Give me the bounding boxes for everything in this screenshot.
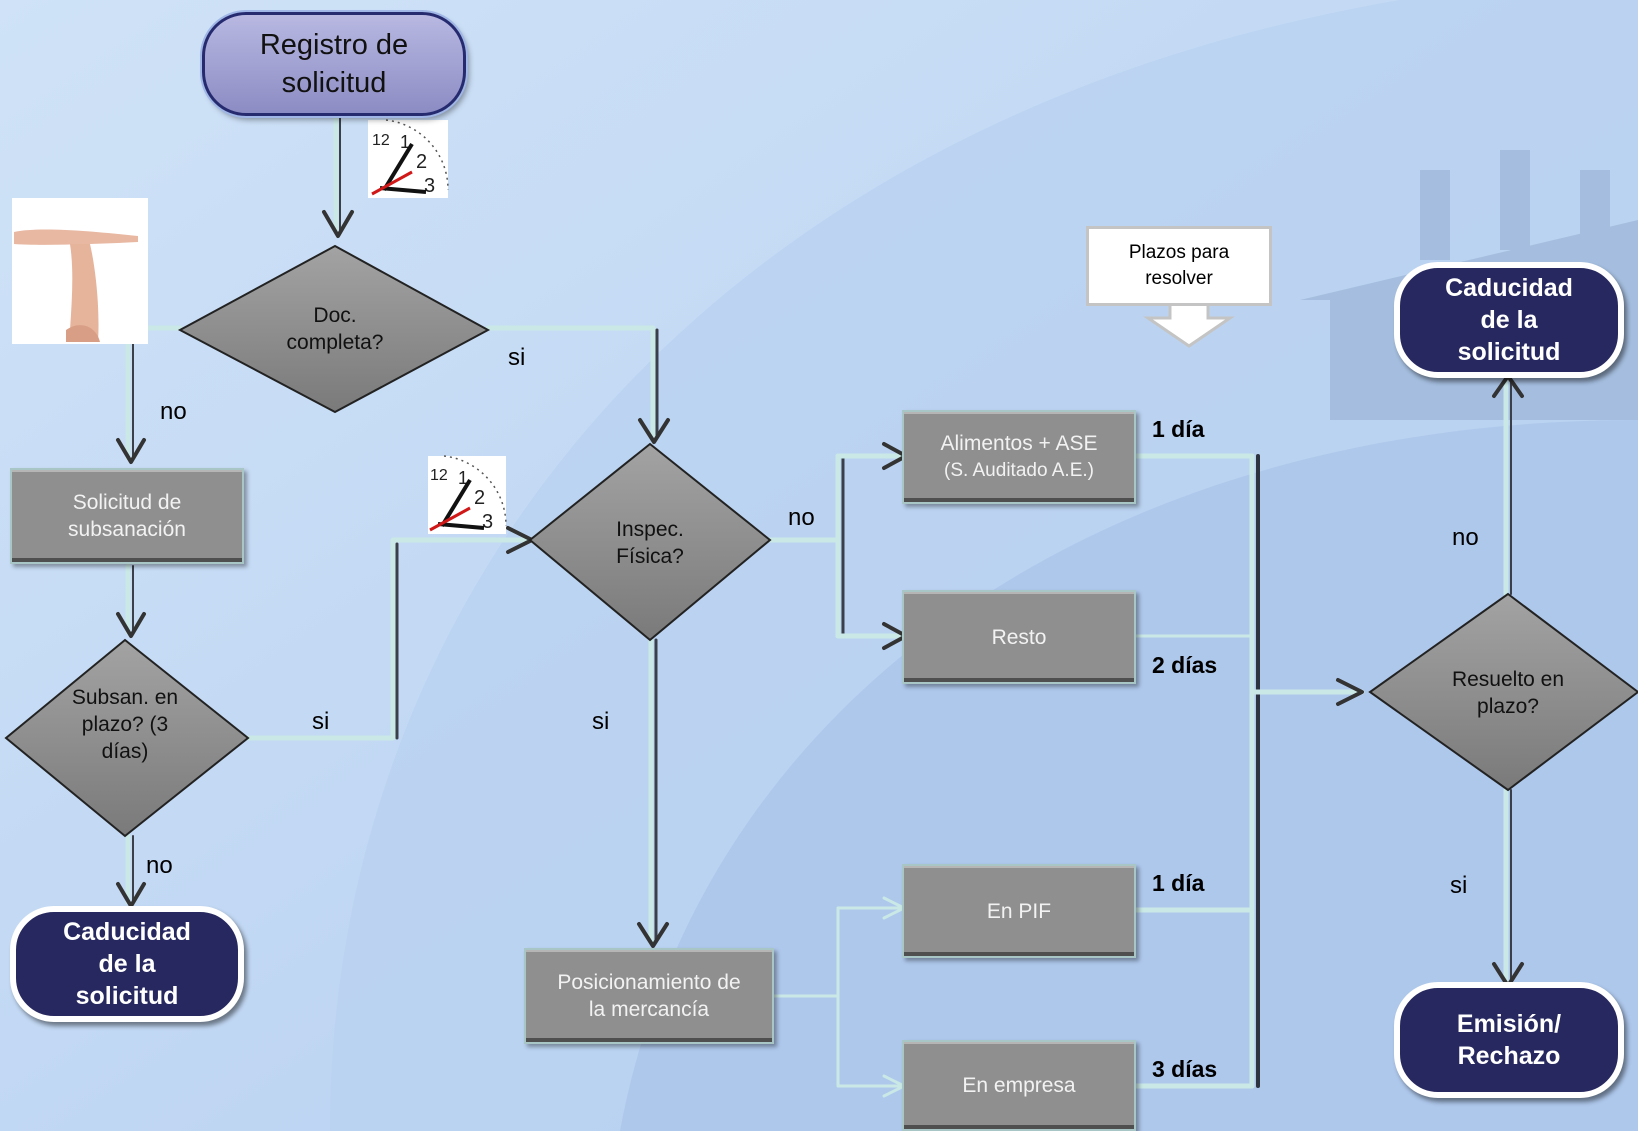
- terminal-label: Emisión/ Rechazo: [1456, 1010, 1562, 1070]
- terminal-caducidad-right: Caducidad de la solicitud: [1394, 262, 1624, 378]
- edge-label-inspec-no: no: [788, 504, 815, 531]
- terminal-label: Caducidad de la solicitud: [63, 918, 191, 1010]
- decision-doc-completa: [177, 244, 491, 414]
- decision-resuelto-plazo: [1368, 592, 1638, 792]
- edge-label-doc-si: si: [508, 344, 526, 371]
- process-label: Posicionamiento de la mercancía: [557, 971, 741, 1021]
- duration-en-pif: 1 día: [1152, 870, 1205, 896]
- decision-label-subsan-plazo: Subsan. en plazo? (3 días): [71, 686, 179, 763]
- duration-en-empresa: 3 días: [1152, 1056, 1218, 1082]
- duration-resto: 2 días: [1152, 652, 1218, 678]
- note-label: Plazos para resolver: [1128, 242, 1230, 289]
- process-en-pif: En PIF: [902, 864, 1136, 958]
- svg-text:3: 3: [424, 175, 435, 197]
- process-alimentos-ase: Alimentos + ASE (S. Auditado A.E.): [902, 410, 1136, 504]
- process-resto: Resto: [902, 590, 1136, 684]
- svg-text:2: 2: [474, 487, 485, 509]
- note-plazos-resolver: Plazos para resolver: [1086, 226, 1272, 306]
- edge-label-resuelto-no: no: [1452, 524, 1479, 551]
- process-label: En PIF: [986, 899, 1052, 923]
- terminal-caducidad-left: Caducidad de la solicitud: [10, 906, 244, 1022]
- terminal-emision-rechazo: Emisión/ Rechazo: [1394, 982, 1624, 1098]
- edge-label-inspec-si: si: [592, 708, 610, 735]
- decision-label-resuelto-plazo: Resuelto en plazo?: [1451, 668, 1565, 718]
- timeout-hand-icon: [12, 198, 148, 344]
- edge-label-subsan-no: no: [146, 852, 173, 879]
- start-label: Registro de solicitud: [259, 29, 409, 99]
- decision-subsan-plazo: [4, 638, 250, 838]
- terminal-label: Caducidad de la solicitud: [1445, 274, 1573, 366]
- svg-text:12: 12: [430, 467, 448, 484]
- process-label: Alimentos + ASE: [940, 432, 1098, 455]
- process-en-empresa: En empresa: [902, 1040, 1136, 1131]
- svg-text:1: 1: [458, 468, 468, 488]
- decision-label-inspec-fisica: Inspec. Física?: [616, 518, 684, 568]
- svg-text:2: 2: [416, 151, 427, 173]
- edge-label-doc-no: no: [160, 398, 187, 425]
- process-posicionamiento: Posicionamiento de la mercancía: [524, 948, 774, 1044]
- clock-icon: 12 1 2 3: [428, 455, 507, 534]
- svg-text:1: 1: [400, 132, 410, 152]
- process-label: En empresa: [962, 1074, 1076, 1097]
- process-sublabel: (S. Auditado A.E.): [944, 460, 1094, 481]
- process-solicitud-subsanacion: Solicitud de subsanación: [10, 468, 244, 564]
- clock-icon: 12 1 2 3: [368, 119, 449, 198]
- edge-label-resuelto-si: si: [1450, 872, 1468, 899]
- process-label: Resto: [991, 625, 1047, 649]
- edge-label-subsan-si: si: [312, 708, 330, 735]
- svg-text:3: 3: [482, 511, 493, 533]
- decision-label-doc-completa: Doc. completa?: [286, 304, 384, 354]
- decision-inspec-fisica: [528, 442, 772, 642]
- duration-alimentos: 1 día: [1152, 416, 1205, 442]
- start-registro-solicitud: Registro de solicitud: [202, 12, 466, 116]
- svg-text:12: 12: [372, 132, 390, 149]
- process-label: Solicitud de subsanación: [68, 491, 186, 541]
- note-arrow: [1143, 300, 1235, 348]
